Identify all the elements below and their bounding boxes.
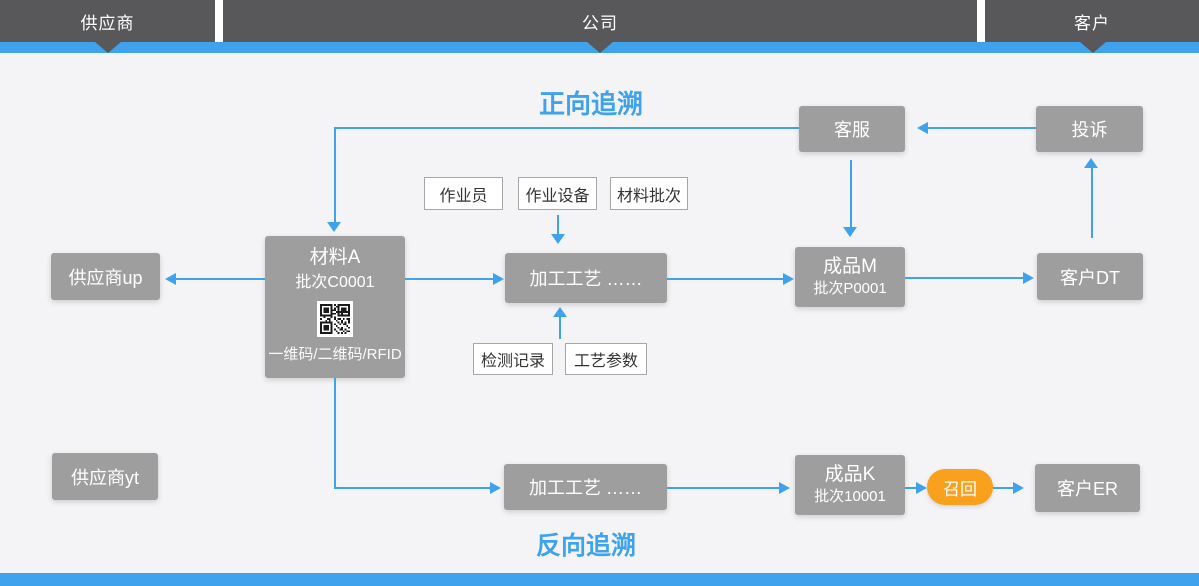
arrow-equipment-to-process1-head [551, 234, 565, 244]
node-product-m-batch: 批次P0001 [813, 280, 887, 297]
node-material-a: 材料A 批次C0001 一维码/二维码/RFID [265, 236, 405, 378]
arrow-productk-to-recall-head [916, 482, 927, 494]
node-complaint-label: 投诉 [1071, 120, 1108, 140]
tag-material-batch-label: 材料批次 [616, 187, 681, 205]
node-complaint: 投诉 [1036, 106, 1143, 152]
arrow-material-to-supplier-head [165, 273, 176, 285]
lane-customer-label: 客户 [1074, 13, 1110, 33]
arrow-service-to-material-vline [334, 127, 336, 223]
arrow-records-to-process1-head [553, 307, 567, 317]
tag-material-batch: 材料批次 [610, 177, 688, 210]
arrow-complaint-to-service-head [917, 122, 928, 134]
lane-customer-pointer-icon [1080, 42, 1106, 53]
arrow-productm-to-customerdt-line [905, 277, 1024, 279]
tag-operator-label: 作业员 [439, 187, 488, 205]
arrow-material-to-process1-head [493, 273, 504, 285]
node-customer-er-label: 客户ER [1056, 479, 1118, 499]
lane-customer: 客户 [985, 0, 1199, 42]
arrow-records-to-process1-line [559, 317, 561, 339]
node-supplier-up-label: 供应商up [68, 267, 143, 288]
arrow-customerdt-to-complaint-line [1091, 168, 1093, 238]
footer-accent-strip [0, 573, 1199, 586]
node-material-a-title: 材料A [309, 247, 361, 268]
node-product-k: 成品K 批次10001 [795, 455, 905, 515]
node-material-a-caption: 一维码/二维码/RFID [268, 346, 402, 363]
node-product-k-batch: 批次10001 [814, 488, 886, 505]
node-process-1: 加工工艺 …… [505, 253, 667, 303]
lane-company: 公司 [223, 0, 977, 42]
recall-badge-label: 召回 [943, 479, 977, 499]
arrow-material-to-process1-line [405, 278, 494, 280]
arrow-process1-to-productm-head [783, 273, 794, 285]
arrow-productm-to-customerdt-head [1023, 272, 1034, 284]
qr-code-icon [317, 301, 353, 337]
lane-supplier: 供应商 [0, 0, 215, 42]
arrow-service-to-material-hline [335, 127, 799, 129]
arrow-material-to-process2-head [490, 482, 501, 494]
node-product-m-title: 成品M [823, 256, 877, 277]
arrow-complaint-to-service-line [928, 127, 1036, 129]
node-customer-service-label: 客服 [834, 120, 870, 140]
header-bar: 供应商 公司 客户 [0, 0, 1199, 42]
tag-inspection-record: 检测记录 [473, 343, 553, 375]
arrow-equipment-to-process1-line [557, 215, 559, 235]
arrow-service-to-productm-line [850, 160, 852, 228]
node-customer-service: 客服 [799, 106, 905, 152]
arrow-service-to-productm-head [843, 227, 857, 237]
node-product-m: 成品M 批次P0001 [795, 247, 905, 307]
tag-equipment-label: 作业设备 [525, 187, 590, 205]
recall-badge: 召回 [927, 469, 993, 505]
tag-operator: 作业员 [424, 177, 503, 210]
arrow-material-to-process2-vline [334, 378, 336, 489]
node-supplier-up: 供应商up [51, 253, 160, 300]
lane-company-label: 公司 [582, 13, 618, 33]
lane-supplier-label: 供应商 [80, 13, 135, 33]
arrow-process2-to-productk-head [779, 482, 790, 494]
arrow-recall-to-customerer-head [1013, 482, 1024, 494]
node-customer-dt-label: 客户DT [1060, 267, 1120, 288]
node-supplier-yt-label: 供应商yt [70, 467, 139, 488]
forward-trace-title: 正向追溯 [538, 89, 643, 119]
node-product-k-title: 成品K [824, 464, 876, 485]
backward-trace-title: 反向追溯 [535, 532, 636, 560]
node-supplier-yt: 供应商yt [52, 453, 158, 500]
lane-company-pointer-icon [587, 42, 613, 53]
arrow-service-to-material-head [327, 222, 341, 232]
tag-equipment: 作业设备 [518, 177, 597, 210]
arrow-material-to-supplier-line [176, 278, 265, 280]
arrow-productk-to-recall-line [905, 487, 917, 489]
lane-supplier-pointer-icon [95, 42, 121, 53]
arrow-process2-to-productk-line [667, 487, 780, 489]
tag-process-params-label: 工艺参数 [573, 353, 638, 370]
arrow-recall-to-customerer-line [993, 487, 1014, 489]
node-material-a-batch: 批次C0001 [295, 274, 375, 291]
arrow-process1-to-productm-line [667, 278, 784, 280]
arrow-material-to-process2-hline [334, 487, 491, 489]
tag-process-params: 工艺参数 [565, 343, 647, 375]
node-customer-dt: 客户DT [1037, 253, 1143, 300]
tag-inspection-record-label: 检测记录 [480, 353, 545, 370]
node-process-2: 加工工艺 …… [504, 464, 667, 510]
node-customer-er: 客户ER [1035, 464, 1140, 512]
arrow-customerdt-to-complaint-head [1084, 158, 1098, 168]
node-process-1-label: 加工工艺 …… [529, 269, 643, 289]
node-process-2-label: 加工工艺 …… [528, 478, 642, 498]
